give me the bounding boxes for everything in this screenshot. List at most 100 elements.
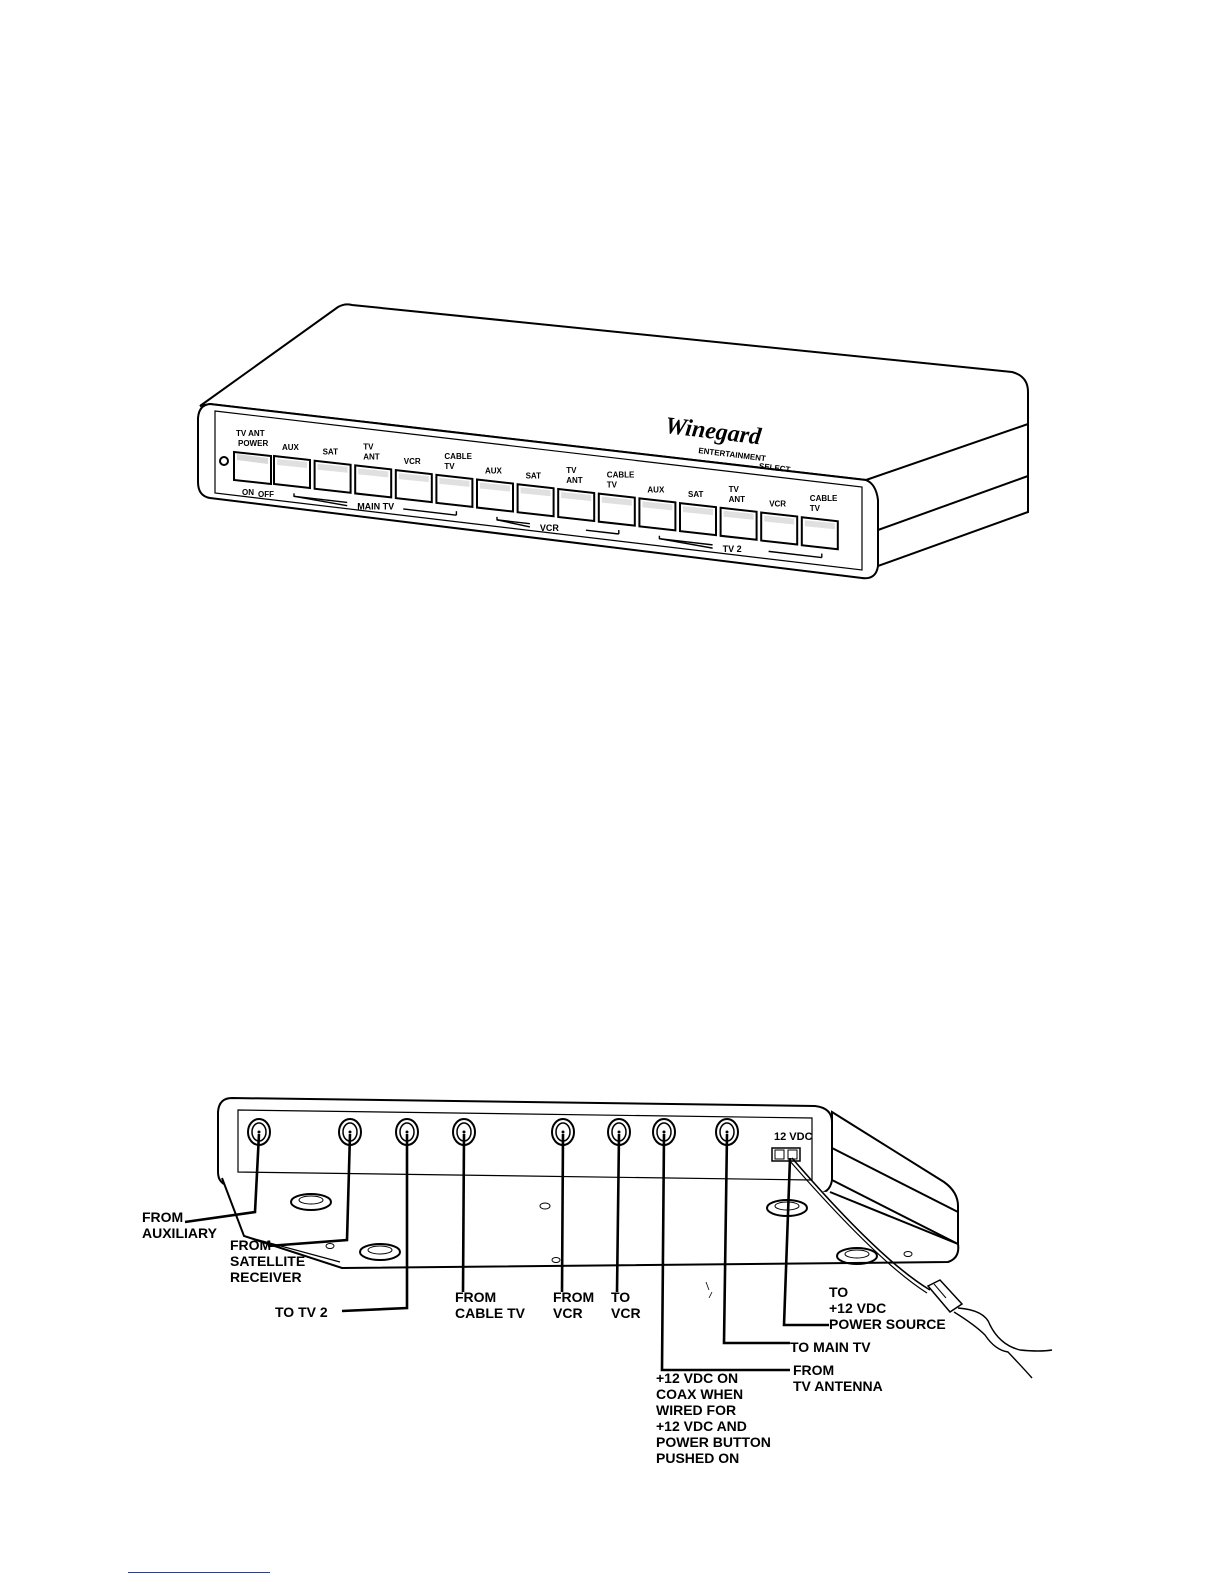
rubber-foot-2 <box>359 1243 401 1261</box>
callout-line: WIRED FOR <box>656 1402 736 1418</box>
callout-line: PUSHED ON <box>656 1450 739 1466</box>
power-button[interactable]: TV ANT POWER ON OFF <box>233 429 274 499</box>
leader-line <box>461 1133 466 1293</box>
f-connector-1 <box>247 1118 271 1146</box>
callout-line: FROM <box>142 1209 183 1225</box>
callout-line: VCR <box>611 1305 641 1321</box>
callout-line: TV ANTENNA <box>793 1378 883 1394</box>
callout-line: SATELLITE <box>230 1253 305 1269</box>
switch-tv-2-vcr[interactable]: VCR <box>760 500 799 546</box>
callout-line: FROM <box>230 1237 271 1253</box>
switch-label-top: TV <box>729 485 740 494</box>
rubber-foot-4 <box>836 1247 878 1265</box>
switch-label-top: CABLE <box>607 471 635 480</box>
callout-line: TO TV 2 <box>275 1304 328 1320</box>
power-label-2: POWER <box>238 439 268 448</box>
switch-label-top: CABLE <box>444 452 472 461</box>
switch-label: AUX <box>282 443 300 452</box>
power-off-label: OFF <box>258 490 274 499</box>
power-led <box>219 456 229 466</box>
power-on-label: ON <box>242 488 254 497</box>
front-view <box>197 303 1029 580</box>
callout-line: +12 VDC <box>829 1300 886 1316</box>
leader-line <box>782 1157 829 1327</box>
front-button-row: AUXSATTVANTVCRCABLETVAUXSATTVANTCABLETVA… <box>273 442 839 551</box>
switch-label-top: TV <box>566 466 577 475</box>
switch-main-tv-aux[interactable]: AUX <box>273 443 311 490</box>
brand-sub-2: SELECT <box>758 462 791 475</box>
switch-label: VCR <box>769 500 786 509</box>
switch-label: TV <box>810 504 821 513</box>
rear-panel <box>217 1096 833 1196</box>
switch-vcr-aux[interactable]: AUX <box>476 467 514 513</box>
switch-vcr-sat[interactable]: SAT <box>516 471 555 518</box>
rear-bottom-face <box>221 1177 960 1270</box>
switch-main-tv-vcr[interactable]: VCR <box>394 457 433 504</box>
callout-line: FROM <box>455 1289 496 1305</box>
leader-line <box>660 1133 790 1372</box>
leader-line <box>615 1133 621 1293</box>
callout-line: +12 VDC AND <box>656 1418 747 1434</box>
footer-rule <box>128 1572 270 1573</box>
switch-label: ANT <box>729 495 746 504</box>
callout-line: COAX WHEN <box>656 1386 743 1402</box>
switch-label: SAT <box>526 471 542 480</box>
leader-line <box>341 1134 409 1313</box>
switch-label: SAT <box>323 448 339 457</box>
leader-line <box>560 1133 565 1293</box>
callout-line: AUXILIARY <box>142 1225 218 1241</box>
rear-side-face <box>831 1110 959 1246</box>
switch-label-top: CABLE <box>810 494 838 503</box>
callout-line: TO <box>611 1289 630 1305</box>
switch-tv-2-aux[interactable]: AUX <box>638 485 677 532</box>
callout-line: RECEIVER <box>230 1269 302 1285</box>
front-side-face <box>863 422 1029 568</box>
power-plug <box>926 1279 964 1313</box>
switch-label: AUX <box>485 467 503 476</box>
callout-leaders <box>184 1133 829 1372</box>
power-jack-label: 12 VDC <box>774 1131 813 1143</box>
callout-line: POWER SOURCE <box>829 1316 946 1332</box>
rubber-foot-1 <box>290 1193 332 1211</box>
callout-3: TO TV 2 <box>275 1304 328 1320</box>
switch-label: VCR <box>404 457 421 466</box>
group-label: VCR <box>540 523 560 533</box>
callout-line: CABLE TV <box>455 1305 526 1321</box>
callout-line: TO <box>829 1284 848 1300</box>
f-connector-3 <box>395 1118 419 1146</box>
switch-label: SAT <box>688 490 704 499</box>
switch-label: ANT <box>363 452 380 461</box>
power-label-1: TV ANT <box>236 429 265 438</box>
power-jack <box>771 1147 801 1162</box>
callout-8: TO MAIN TV <box>790 1339 871 1355</box>
callout-line: FROM <box>553 1289 594 1305</box>
switch-label: AUX <box>647 485 665 494</box>
group-label: TV 2 <box>723 544 742 554</box>
leader-line <box>184 1133 261 1224</box>
callout-line: VCR <box>553 1305 583 1321</box>
callout-line: +12 VDC ON <box>656 1370 738 1386</box>
switch-label: ANT <box>566 476 583 485</box>
switch-main-tv-sat[interactable]: SAT <box>313 448 352 494</box>
switch-tv-2-sat[interactable]: SAT <box>679 490 717 537</box>
switch-label: TV <box>607 481 618 490</box>
leader-line <box>722 1133 790 1345</box>
power-cord <box>791 1157 931 1291</box>
